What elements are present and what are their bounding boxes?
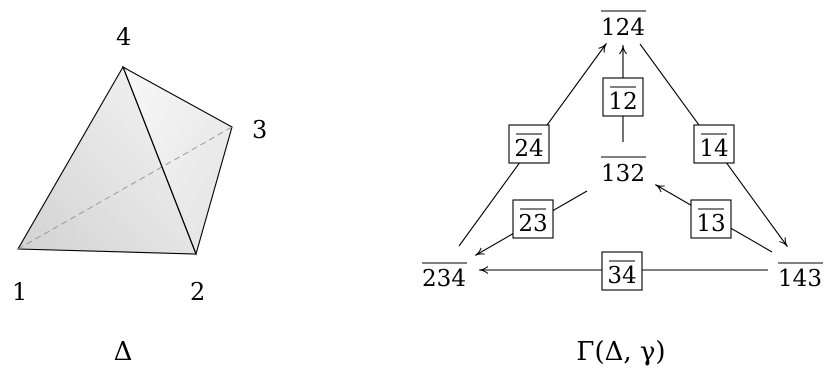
tetra-edge-4-2: [122, 66, 197, 255]
svg-text:23: 23: [518, 211, 547, 237]
node-center: 132: [601, 156, 646, 187]
edge-label-14: 14: [693, 124, 735, 164]
edge-label-12: 12: [602, 77, 644, 117]
svg-text:124: 124: [601, 15, 645, 41]
vertex-label-4: 4: [116, 23, 131, 51]
node-left: 234: [422, 262, 467, 292]
edge-label-24: 24: [508, 124, 550, 164]
vertex-label-3: 3: [252, 116, 267, 144]
vertex-label-2: 2: [190, 278, 205, 306]
svg-text:12: 12: [608, 89, 637, 115]
svg-text:132: 132: [601, 161, 645, 187]
tetrahedron: 4 3 1 2 Δ: [12, 23, 267, 367]
tetra-hidden-edge: [17, 126, 233, 250]
graph-caption: Γ(Δ, γ): [576, 337, 665, 367]
node-top: 124: [601, 10, 646, 41]
edge-label-34: 34: [601, 251, 643, 291]
vertex-label-1: 1: [12, 278, 27, 306]
edge-label-13: 13: [690, 199, 732, 239]
edge-label-23: 23: [512, 199, 554, 239]
tetrahedron-caption: Δ: [114, 337, 133, 367]
svg-text:34: 34: [607, 263, 636, 289]
svg-text:14: 14: [699, 136, 728, 162]
svg-text:24: 24: [514, 136, 543, 162]
node-right: 143: [778, 262, 823, 292]
svg-text:13: 13: [696, 211, 725, 237]
svg-text:234: 234: [422, 266, 466, 292]
svg-text:143: 143: [778, 266, 822, 292]
graph: 124 132 234 143 12 24 14: [422, 10, 823, 367]
